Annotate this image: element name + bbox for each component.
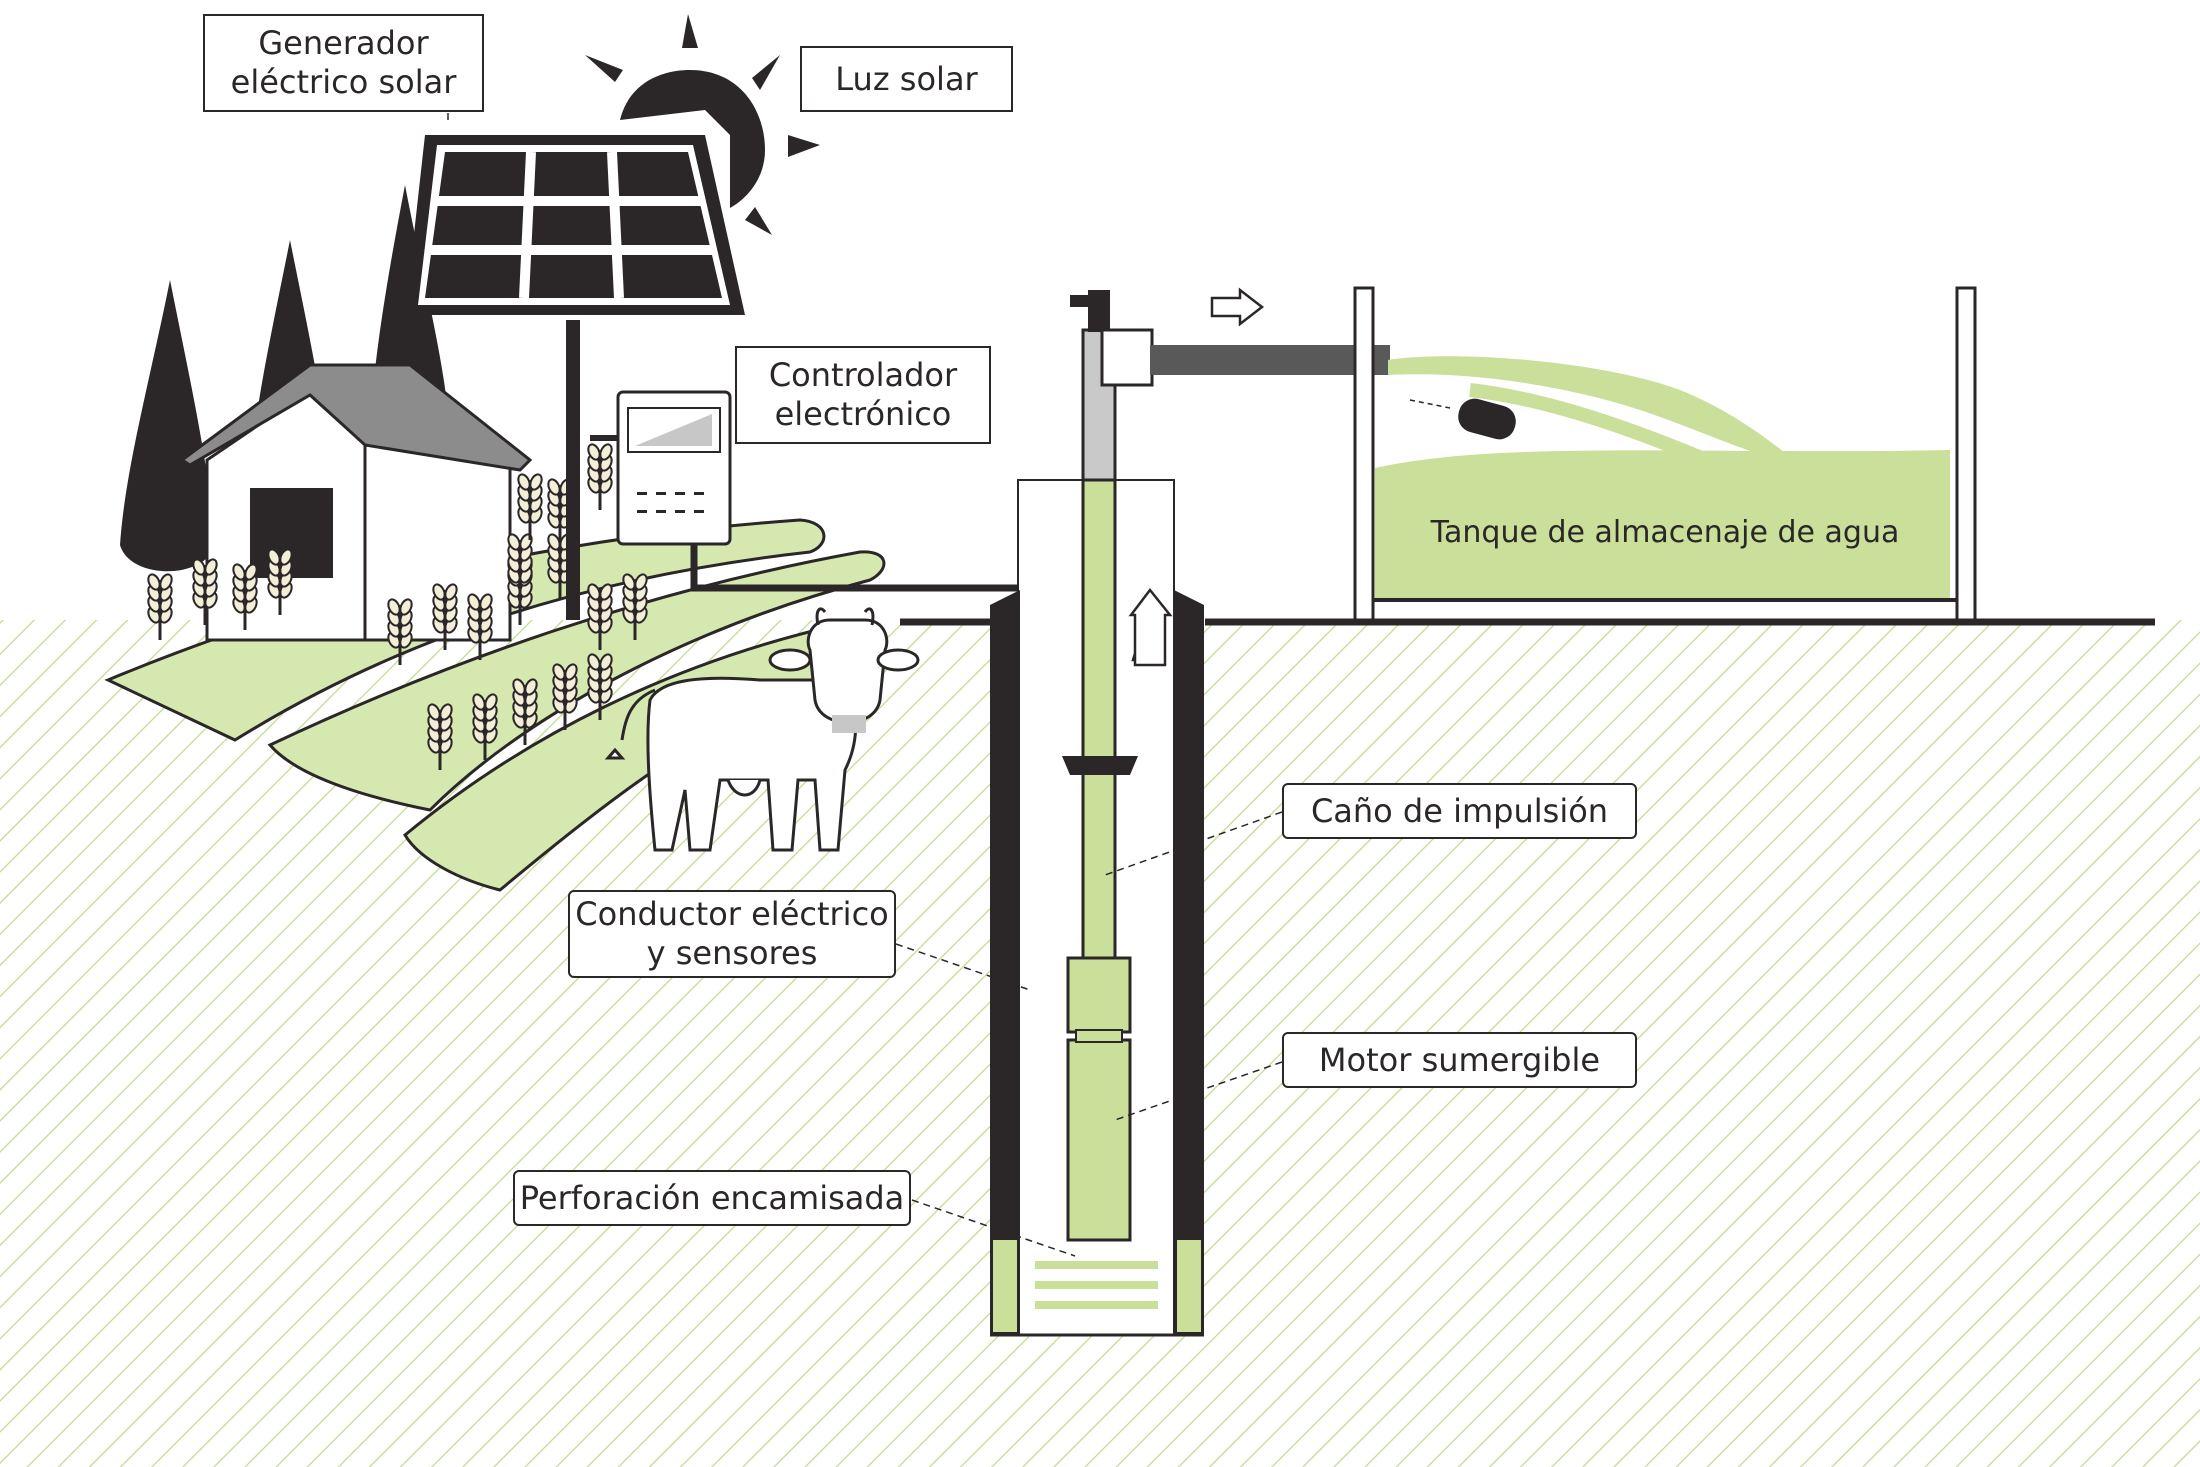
wheat-icon [587, 653, 613, 720]
wheat-icon [387, 598, 413, 665]
sun-icon [585, 14, 820, 235]
wheat-icon [147, 573, 173, 640]
wheat-icon [427, 703, 453, 770]
wheat-icon [432, 583, 458, 650]
wheat-icon [622, 573, 648, 640]
wheat-icon [267, 548, 293, 615]
wheat-icon [232, 563, 258, 630]
wheat-icon [512, 678, 538, 745]
leader-lines [447, 113, 1283, 1257]
float-switch-icon [1458, 398, 1516, 440]
wheat-icon [552, 663, 578, 730]
wheat-icon [472, 693, 498, 760]
wheat-icon [587, 443, 613, 510]
label-cable: Conductor eléctrico y sensores [568, 890, 896, 978]
wheat-icon [147, 443, 648, 770]
label-borehole: Perforación encamisada [513, 1170, 911, 1226]
wheat-icon [192, 558, 218, 625]
flow-arrow-icon [1128, 287, 1265, 667]
wheat-icon [467, 593, 493, 660]
cow-icon [604, 607, 920, 852]
wheat-icon [517, 473, 543, 540]
riser-pipe [1062, 328, 1138, 1242]
label-sunlight: Luz solar [800, 46, 1013, 112]
label-controller: Controlador electrónico [735, 346, 991, 444]
tap-icon [1070, 290, 1390, 387]
water-tank [1353, 286, 1977, 622]
controller-icon [590, 390, 732, 546]
label-generator: Generador eléctrico solar [203, 14, 484, 112]
wheat-icon [507, 533, 533, 600]
solar-panel-icon [405, 135, 745, 620]
label-riser-pipe: Caño de impulsión [1282, 783, 1637, 839]
wheat-icon [587, 583, 613, 650]
label-tank: Tanque de almacenaje de agua [1430, 515, 1900, 550]
label-motor: Motor sumergible [1282, 1032, 1637, 1088]
